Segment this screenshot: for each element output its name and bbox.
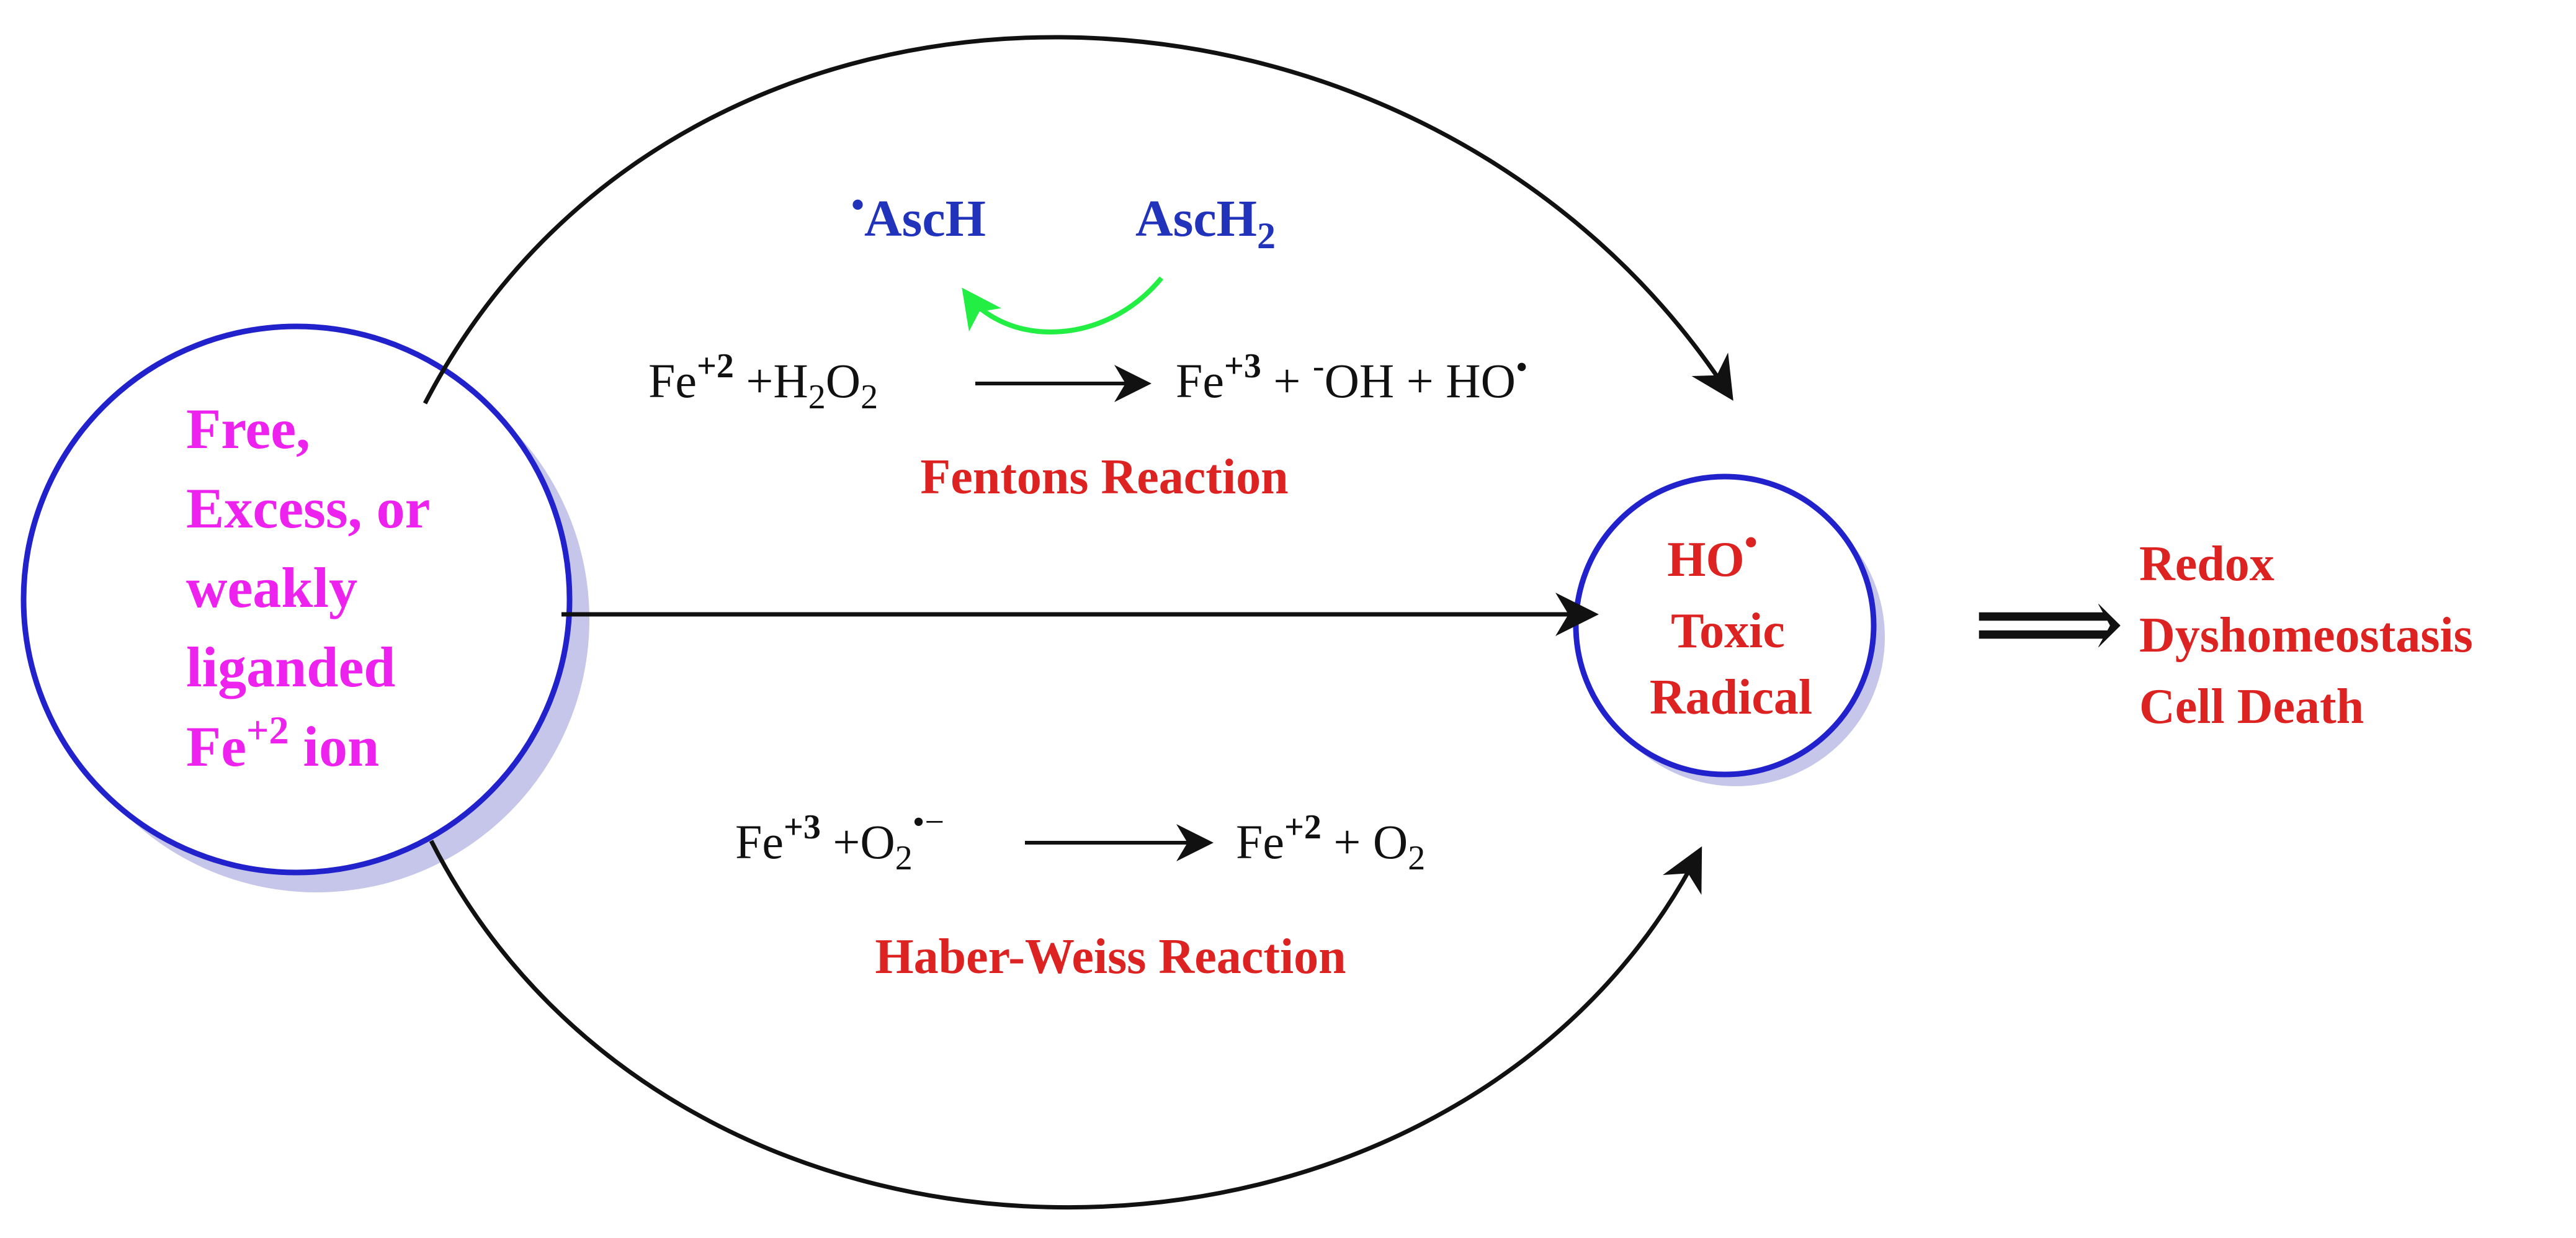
- fenton-left: Fe+2 +H2O2: [648, 347, 878, 416]
- haber-weiss-left: Fe+3 +O2•−: [735, 803, 944, 877]
- ascorbate-radical-dot: •: [851, 184, 864, 225]
- haber-weiss-fe-right-sup: +2: [1284, 808, 1322, 846]
- source-circle: [20, 323, 573, 876]
- fenton-plus-h: +H: [734, 354, 808, 408]
- ascorbate-reduced-name: AscH: [1135, 190, 1257, 248]
- fenton-fe-right: Fe: [1176, 354, 1224, 408]
- fenton-label: Fentons Reaction: [920, 450, 1288, 505]
- fenton-right: Fe+3 + -OH + HO•: [1176, 347, 1528, 408]
- product-line-2: Radical: [1650, 670, 1812, 725]
- outcome-line-2: Dyshomeostasis: [2139, 608, 2473, 663]
- fenton-fe-right-sup: +3: [1224, 347, 1261, 385]
- fenton-plus-1: +: [1261, 354, 1313, 408]
- product-label: HO• Toxic Radical: [1650, 522, 1812, 725]
- ascorbate-radical-name: AscH: [864, 190, 986, 248]
- outcome-labels: Redox Dyshomeostasis Cell Death: [2139, 537, 2473, 734]
- ascorbate-reduced: AscH2: [1135, 190, 1276, 256]
- source-line-4: liganded: [186, 635, 395, 699]
- fenton-hydroxide: OH: [1325, 354, 1395, 408]
- source-line-2: Excess, or: [186, 477, 430, 540]
- source-ion-sup: +2: [246, 708, 288, 752]
- upper-arc-arrow: [423, 35, 1733, 405]
- source-ion-suffix: ion: [289, 715, 380, 778]
- fenton-equation: Fe+2 +H2O2 Fe+3 + -OH + HO•: [648, 347, 1528, 416]
- haber-weiss-label: Haber-Weiss Reaction: [875, 930, 1346, 984]
- ascorbate-labels: •AscH AscH2: [851, 184, 1276, 256]
- fenton-radical-dot: •: [1516, 348, 1528, 387]
- source-label: Free, Excess, or weakly liganded Fe+2 io…: [186, 397, 430, 778]
- haber-weiss-o-sub: 2: [895, 839, 913, 877]
- source-line-3: weakly: [186, 556, 357, 619]
- fenton-hydroxide-sup: -: [1313, 347, 1325, 385]
- haber-weiss-equation: Fe+3 +O2•− Fe+2 + O2: [735, 803, 1425, 877]
- outcome-line-3: Cell Death: [2139, 680, 2364, 734]
- fenton-o-sub: 2: [861, 378, 878, 416]
- haber-weiss-fe-left-sup: +3: [784, 808, 821, 846]
- product-ho: HO•: [1667, 522, 1757, 587]
- lower-arc-arrow: [429, 840, 1702, 1209]
- ascorbate-green-arrow: [962, 276, 1164, 334]
- source-line-1: Free,: [186, 397, 310, 460]
- haber-weiss-right: Fe+2 + O2: [1236, 808, 1425, 877]
- haber-weiss-o2-sub: 2: [1408, 839, 1425, 877]
- source-ion-base: Fe: [186, 715, 246, 778]
- ascorbate-radical: •AscH: [851, 184, 986, 248]
- haber-weiss-plus-o2: + O: [1322, 815, 1408, 869]
- source-line-5: Fe+2 ion: [186, 708, 379, 778]
- fenton-o: O: [826, 354, 861, 408]
- product-ho-dot: •: [1745, 522, 1758, 563]
- implies-arrow: ⟹: [1973, 566, 2124, 683]
- product-line-1: Toxic: [1671, 604, 1785, 658]
- fenton-fe-left: Fe: [648, 354, 697, 408]
- haber-weiss-fe-left: Fe: [735, 815, 784, 869]
- product-ho-base: HO: [1667, 532, 1744, 587]
- haber-weiss-o-sup: •−: [913, 803, 944, 841]
- ascorbate-reduced-sub: 2: [1257, 215, 1276, 256]
- fenton-plus-2: + HO: [1394, 354, 1516, 408]
- outcome-line-1: Redox: [2139, 537, 2274, 591]
- fenton-h-sub: 2: [808, 378, 826, 416]
- haber-weiss-fe-right: Fe: [1236, 815, 1284, 869]
- haber-weiss-plus-o: +O: [821, 815, 895, 869]
- fenton-fe-left-sup: +2: [697, 347, 734, 385]
